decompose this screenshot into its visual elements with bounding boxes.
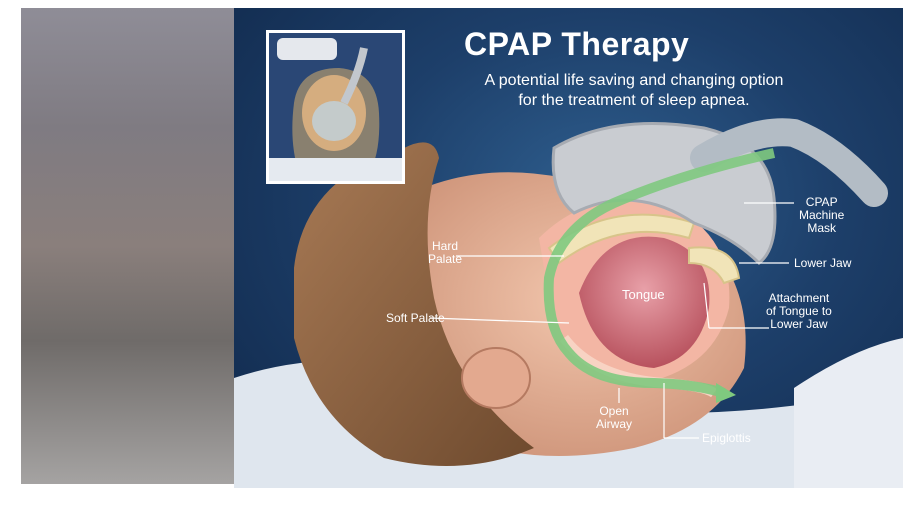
inset-photo [266, 30, 405, 184]
label-attachment-line3: Lower Jaw [766, 318, 832, 331]
cpap-infographic: CPAP Therapy A potential life saving and… [234, 8, 903, 488]
label-mask-line3: Mask [799, 222, 844, 235]
label-epiglottis: Epiglottis [702, 432, 751, 445]
blurred-background-panel [21, 8, 234, 484]
figure-title: CPAP Therapy [464, 26, 689, 63]
ear [462, 348, 530, 408]
label-open-airway: Open Airway [596, 405, 632, 431]
subtitle-line-1: A potential life saving and changing opt… [434, 71, 834, 91]
label-hard-palate: Hard Palate [428, 240, 462, 266]
shirt [794, 338, 903, 488]
label-lower-jaw: Lower Jaw [794, 257, 851, 270]
label-hard-palate-line2: Palate [428, 253, 462, 266]
label-open-airway-line2: Airway [596, 418, 632, 431]
label-cpap-mask: CPAP Machine Mask [799, 196, 844, 235]
subtitle-line-2: for the treatment of sleep apnea. [434, 91, 834, 111]
figure-subtitle: A potential life saving and changing opt… [434, 71, 834, 111]
label-soft-palate: Soft Palate [386, 312, 445, 325]
label-attachment: Attachment of Tongue to Lower Jaw [766, 292, 832, 331]
label-tongue: Tongue [622, 288, 665, 301]
